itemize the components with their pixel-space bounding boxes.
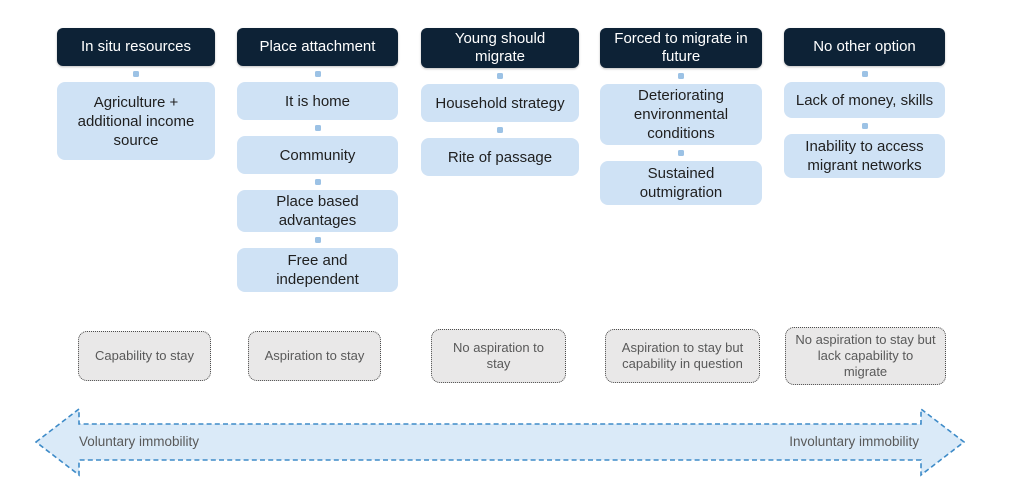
column-no-other-option: No other option Lack of money, skills In…: [784, 28, 945, 178]
connector-dot-icon: [133, 71, 139, 77]
connector-dot-icon: [314, 125, 321, 131]
connector-dot-icon: [861, 123, 868, 129]
column-young-should-migrate: Young should migrate Household strategy …: [421, 28, 579, 176]
reason-node: Community: [237, 136, 398, 174]
connector-dot-icon: [678, 73, 684, 79]
outcome-lack-capability-to-migrate: No aspiration to stay but lack capabilit…: [785, 327, 946, 385]
double-arrow-icon: [35, 407, 965, 477]
category-header: Young should migrate: [421, 28, 579, 68]
outcome-capability-to-stay: Capability to stay: [78, 331, 211, 381]
category-header: Forced to migrate in future: [600, 28, 762, 68]
reason-node: Sustained outmigration: [600, 161, 762, 205]
connector-dot-icon: [497, 73, 503, 79]
reason-node: Free and independent: [237, 248, 398, 292]
column-place-attachment: Place attachment It is home Community Pl…: [237, 28, 398, 292]
connector-dot-icon: [678, 150, 684, 156]
reason-node: Household strategy: [421, 84, 579, 122]
immobility-spectrum-arrow: Voluntary immobility Involuntary immobil…: [35, 404, 965, 480]
connector-dot-icon: [314, 237, 321, 243]
reason-node: Rite of passage: [421, 138, 579, 176]
reason-node: Place based advantages: [237, 190, 398, 232]
category-header: Place attachment: [237, 28, 398, 66]
axis-label-voluntary: Voluntary immobility: [79, 434, 200, 449]
outcome-aspiration-capability-question: Aspiration to stay but capability in que…: [605, 329, 760, 383]
column-in-situ-resources: In situ resources Agriculture + addition…: [57, 28, 215, 160]
connector-dot-icon: [861, 71, 868, 77]
reason-node: Lack of money, skills: [784, 82, 945, 118]
reason-node: It is home: [237, 82, 398, 120]
axis-label-involuntary: Involuntary immobility: [789, 434, 919, 449]
reason-node: Agriculture + additional income source: [57, 82, 215, 160]
category-header: In situ resources: [57, 28, 215, 66]
connector-dot-icon: [314, 179, 321, 185]
connector-dot-icon: [314, 71, 321, 77]
category-header: No other option: [784, 28, 945, 66]
connector-dot-icon: [497, 127, 503, 133]
outcome-no-aspiration-to-stay: No aspiration to stay: [431, 329, 566, 383]
outcome-aspiration-to-stay: Aspiration to stay: [248, 331, 381, 381]
column-forced-to-migrate: Forced to migrate in future Deterioratin…: [600, 28, 762, 205]
reason-node: Deteriorating environmental conditions: [600, 84, 762, 145]
reason-node: Inability to access migrant networks: [784, 134, 945, 178]
